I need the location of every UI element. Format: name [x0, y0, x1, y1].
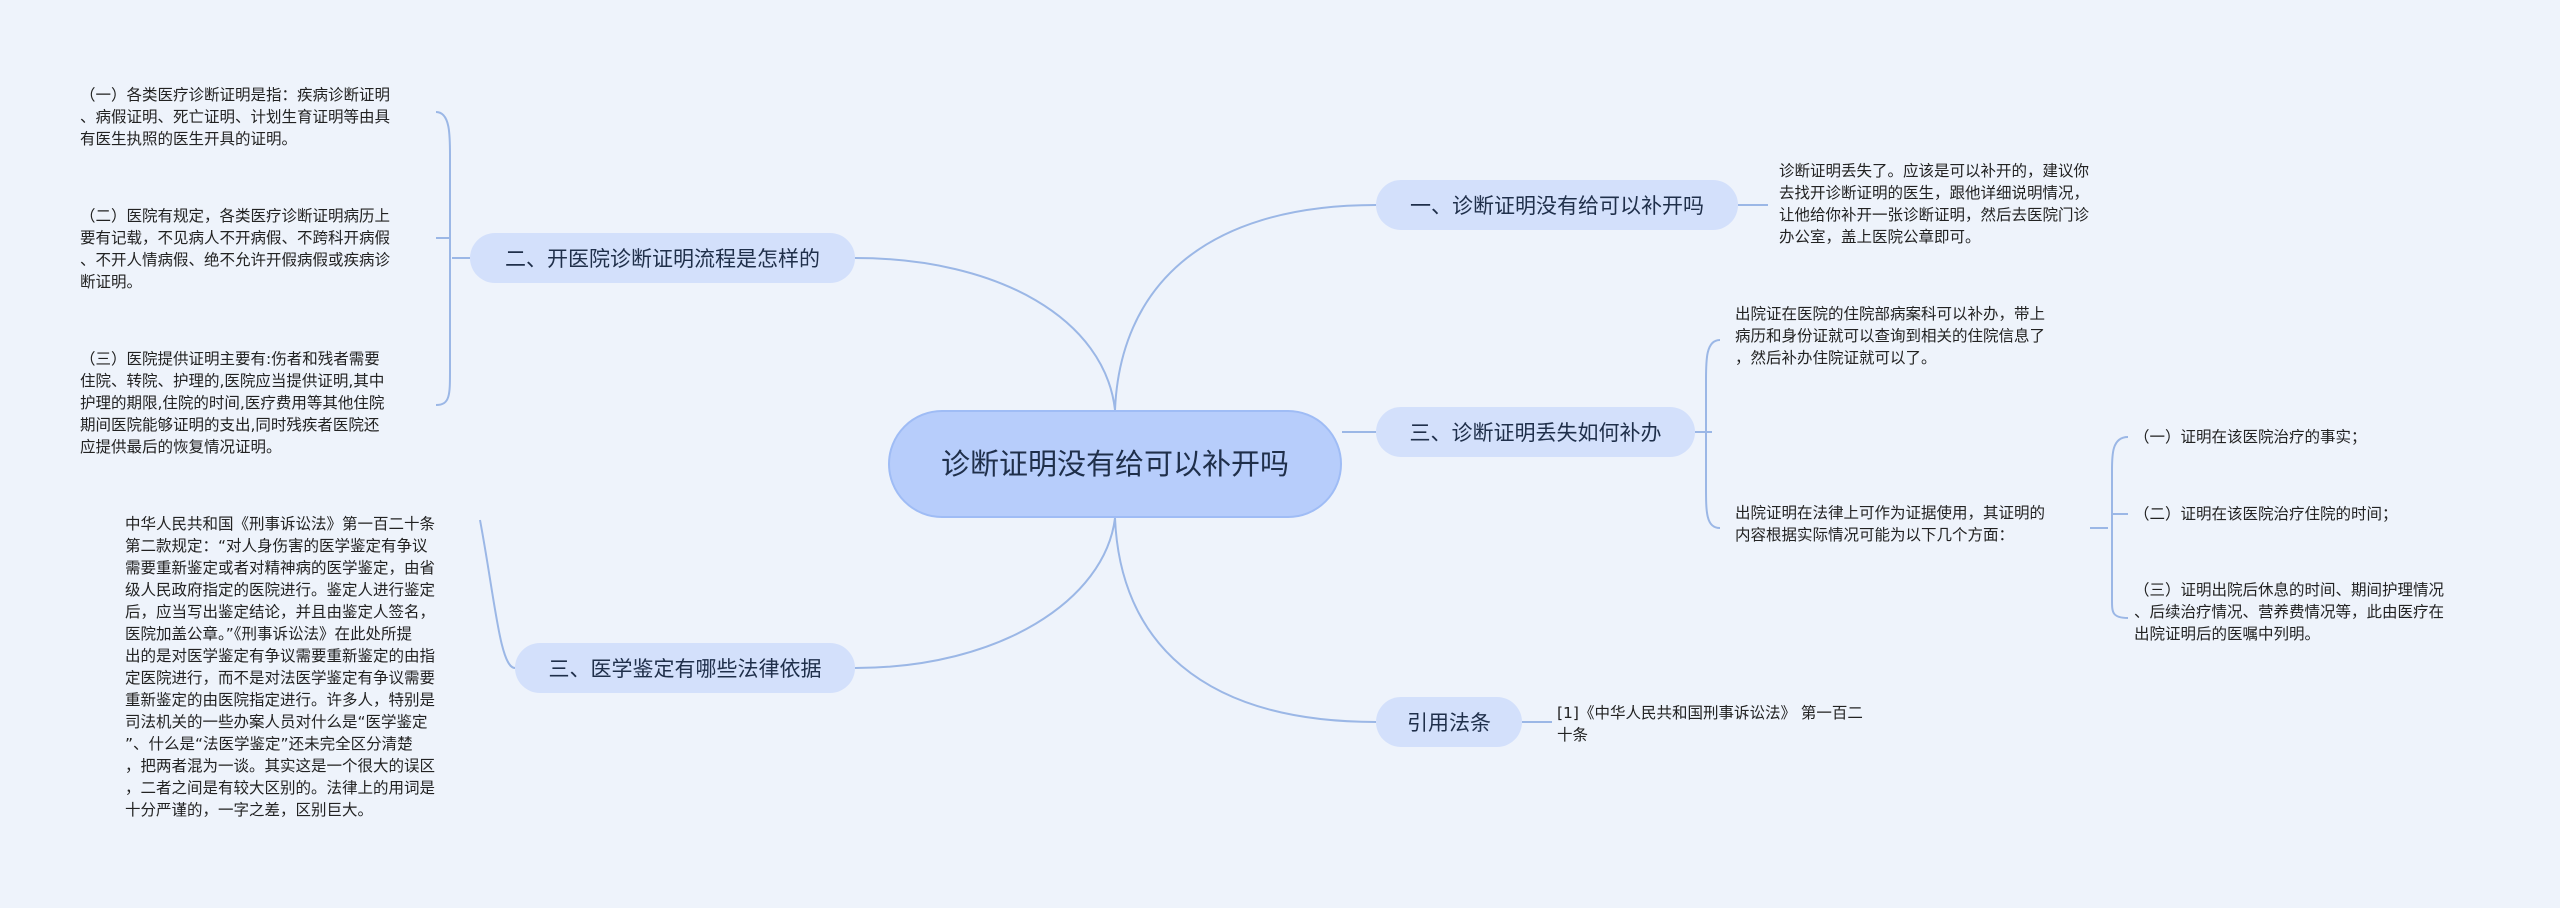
root-topic[interactable]: 诊断证明没有给可以补开吗 [888, 410, 1342, 518]
branch-reissue-diagnosis[interactable]: 一、诊断证明没有给可以补开吗 [1376, 180, 1738, 230]
leaf-hospital-rules: （二）医院有规定，各类医疗诊断证明病历上 要有记载，不见病人不开病假、不跨科开病… [80, 207, 391, 291]
branch-cited-law[interactable]: 引用法条 [1376, 697, 1522, 747]
link-root-b4 [854, 257, 1116, 411]
leaf-criminal-procedure-law: 中华人民共和国《刑事诉讼法》第一百二十条 第二款规定：“对人身伤害的医学鉴定有争… [125, 515, 436, 819]
leaf-reissue-advice: 诊断证明丢失了。应该是可以补开的，建议你 去找开诊断证明的医生，跟他详细说明情况… [1779, 162, 2090, 246]
link-b4-leaves [435, 111, 470, 406]
leaf-hospital-provisions: （三）医院提供证明主要有:伤者和残者需要 住院、转院、护理的,医院应当提供证明,… [80, 350, 385, 456]
leaf-certificate-definition: （一）各类医疗诊断证明是指：疾病诊断证明 、病假证明、死亡证明、计划生育证明等由… [80, 86, 391, 148]
leaf-discharge-evidence: 出院证明在法律上可作为证据使用，其证明的 内容根据实际情况可能为以下几个方面： [1735, 504, 2046, 544]
link-root-b1 [1114, 204, 1377, 411]
branch-issue-process[interactable]: 二、开医院诊断证明流程是怎样的 [470, 233, 855, 283]
branch-lost-certificate[interactable]: 三、诊断证明丢失如何补办 [1376, 407, 1695, 457]
leaf-law-citation: [1]《中华人民共和国刑事诉讼法》 第一百二 十条 [1557, 704, 1863, 744]
link-root-b3 [1114, 517, 1377, 723]
sub-leaf-treatment-fact: （一）证明在该医院治疗的事实； [2134, 428, 2367, 446]
leaf-discharge-reissue: 出院证在医院的住院部病案科可以补办，带上 病历和身份证就可以查询到相关的住院信息… [1735, 305, 2046, 367]
branch-legal-basis[interactable]: 三、医学鉴定有哪些法律依据 [515, 643, 855, 693]
link-b5-leaf [479, 519, 516, 669]
link-b2-leaves [1695, 339, 1721, 529]
link-leaf2-subs [2090, 436, 2129, 619]
sub-leaf-hospital-time: （二）证明在该医院治疗住院的时间； [2134, 505, 2398, 523]
sub-leaf-rest-period: （三）证明出院后休息的时间、期间护理情况 、后续治疗情况、营养费情况等，此由医疗… [2134, 581, 2445, 643]
link-root-b5 [854, 517, 1116, 669]
